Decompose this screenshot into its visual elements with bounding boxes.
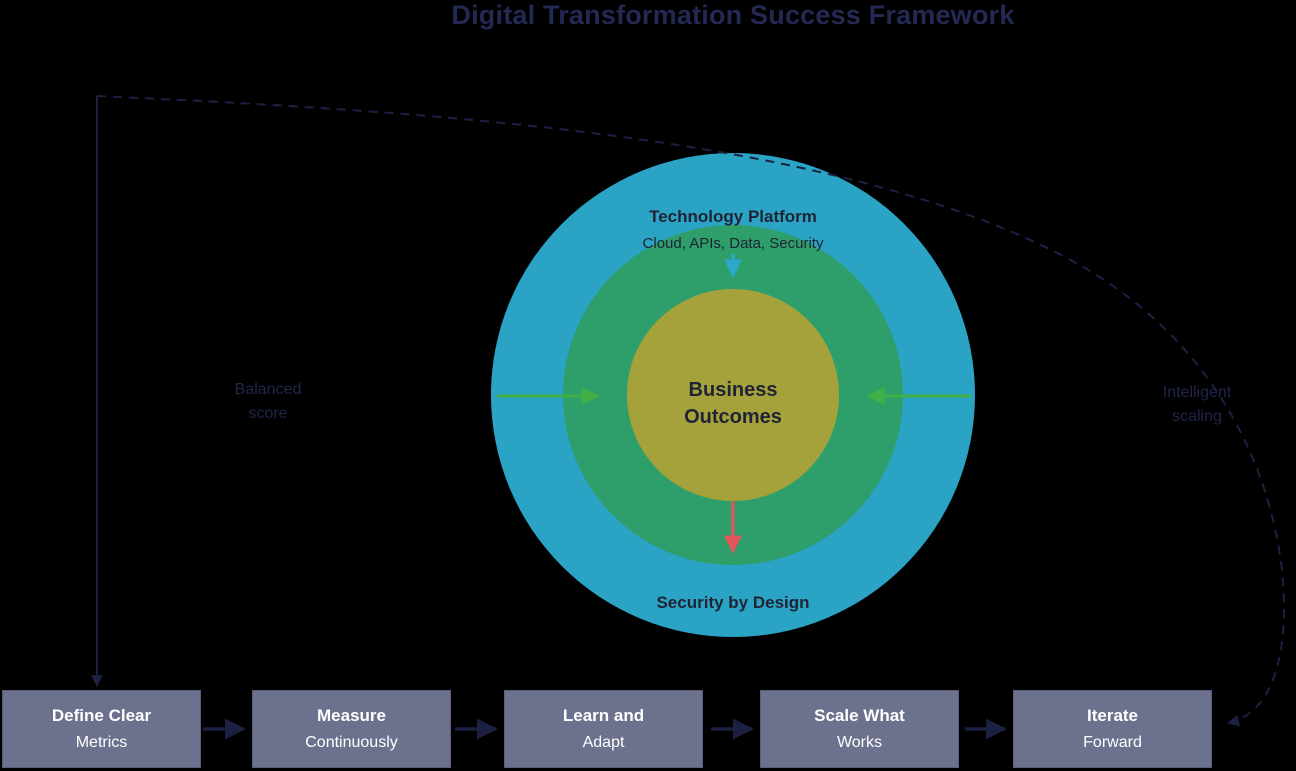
left-side-label-line1: Balanced bbox=[234, 381, 302, 398]
right-side-label-line2: scaling bbox=[1172, 408, 1222, 425]
business-outcomes-line2: Outcomes bbox=[684, 406, 782, 428]
process-step-subtitle: Adapt bbox=[582, 734, 625, 751]
business-outcomes-label: Business Outcomes bbox=[583, 377, 883, 431]
technology-platform-sublabel: Cloud, APIs, Data, Security bbox=[642, 235, 824, 252]
process-step-title: Iterate bbox=[1086, 706, 1139, 725]
process-step-define-clear-metrics: Define Clear Metrics bbox=[2, 690, 201, 768]
process-step-title: Learn and bbox=[562, 706, 645, 725]
process-step-learn-and-adapt: Learn and Adapt bbox=[504, 690, 703, 768]
left-side-label: Balanced score bbox=[168, 378, 368, 426]
process-step-measure-continuously: Measure Continuously bbox=[252, 690, 451, 768]
process-step-subtitle: Works bbox=[836, 734, 883, 751]
process-step-subtitle: Metrics bbox=[75, 734, 128, 751]
process-step-title: Define Clear bbox=[51, 706, 152, 725]
process-step-subtitle: Forward bbox=[1083, 734, 1142, 751]
left-side-label-line2: score bbox=[248, 405, 288, 422]
technology-platform-label: Technology Platform bbox=[649, 207, 817, 226]
process-step-subtitle: Continuously bbox=[305, 734, 398, 751]
page-title: Digital Transformation Success Framework bbox=[451, 0, 1015, 30]
process-step-scale-what-works: Scale What Works bbox=[760, 690, 959, 768]
process-step-title: Measure bbox=[317, 706, 386, 725]
security-by-design-label: Security by Design bbox=[656, 593, 810, 612]
right-side-label-line1: Intelligent bbox=[1162, 384, 1232, 401]
business-outcomes-line1: Business bbox=[688, 379, 778, 401]
process-step-iterate-forward: Iterate Forward bbox=[1013, 690, 1212, 768]
right-side-label: Intelligent scaling bbox=[1097, 381, 1296, 429]
process-step-title: Scale What bbox=[814, 706, 905, 725]
